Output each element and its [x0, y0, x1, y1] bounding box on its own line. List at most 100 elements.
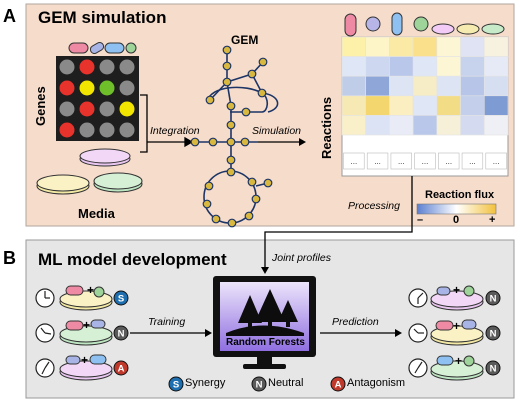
heatmap-cell — [483, 115, 509, 136]
gem-node — [190, 137, 200, 147]
integration-arrow — [140, 94, 194, 153]
legend-antagonism-label: Antagonism — [347, 377, 406, 389]
input-combos: + + + — [35, 283, 113, 381]
gem-node — [226, 167, 236, 177]
heatmap-cell — [389, 36, 414, 57]
svg-text:+: + — [83, 318, 90, 332]
input-outcome-badge: N — [113, 325, 129, 341]
heatmap-cell — [412, 56, 438, 77]
heatmap-ellipsis: ... — [469, 157, 476, 166]
heatmap-ellipsis: ... — [374, 157, 381, 166]
gem-node — [247, 69, 257, 79]
simulation-arrow — [258, 138, 306, 146]
gene-dot — [99, 101, 115, 117]
heatmap-cell — [436, 36, 461, 57]
gene-dot — [119, 80, 135, 96]
reaction-heatmap — [341, 36, 509, 136]
svg-text:N: N — [490, 294, 497, 305]
heatmap-cell — [436, 115, 461, 136]
svg-text:+: + — [453, 319, 460, 333]
heatmap-cell — [460, 75, 485, 97]
gene-grid — [59, 59, 135, 138]
media-label: Media — [78, 206, 115, 221]
heatmap-cell — [341, 56, 367, 77]
svg-text:+: + — [87, 283, 94, 297]
media-dishes — [36, 148, 143, 195]
gem-node — [208, 137, 218, 147]
panel-a-title: GEM simulation — [38, 8, 167, 27]
output-combos: + + + — [408, 283, 484, 381]
gem-node — [240, 137, 250, 147]
heatmap-ellipsis-row: ..................... — [343, 152, 507, 170]
legend-neutral-label: Neutral — [268, 377, 304, 389]
heatmap-cell — [389, 95, 414, 116]
heatmap-cell — [365, 115, 390, 136]
heatmap-cell — [341, 75, 367, 97]
heatmap-ellipsis: ... — [493, 157, 500, 166]
svg-text:N: N — [256, 380, 263, 391]
heatmap-ellipsis-cell — [485, 152, 507, 170]
gem-label: GEM — [231, 33, 259, 47]
svg-text:N: N — [490, 364, 497, 375]
model-computer — [213, 276, 316, 369]
flux-legend-min: – — [417, 214, 424, 226]
svg-text:N: N — [490, 329, 497, 340]
gem-node — [257, 88, 267, 98]
gene-dot — [59, 101, 75, 117]
flux-legend-max: + — [489, 214, 496, 226]
gem-node — [222, 77, 232, 87]
heatmap-ellipsis: ... — [351, 157, 358, 166]
genes-label: Genes — [33, 86, 48, 126]
joint-profiles-label: Joint profiles — [272, 252, 331, 264]
svg-text:S: S — [118, 294, 124, 305]
heatmap-cell — [365, 75, 390, 97]
heatmap-ellipsis-cell — [366, 152, 389, 170]
gene-dot — [79, 59, 95, 75]
processing-label: Processing — [348, 200, 400, 212]
legend-badge: S — [168, 376, 184, 392]
gem-node — [222, 45, 232, 55]
heatmap-cell — [412, 75, 438, 97]
heatmap-cell — [483, 75, 509, 97]
svg-text:N: N — [118, 329, 125, 340]
gem-node — [222, 61, 232, 71]
panel-b-letter: B — [3, 248, 16, 268]
gem-node — [226, 101, 236, 111]
gem-node — [251, 194, 261, 204]
training-label: Training — [148, 316, 186, 328]
heatmap-cell — [341, 36, 367, 57]
gene-dot — [99, 80, 115, 96]
svg-text:+: + — [455, 354, 462, 368]
heatmap-cell — [460, 95, 485, 116]
gem-node — [226, 120, 236, 130]
heatmap-ellipsis-cell — [343, 152, 365, 170]
heatmap-cell — [460, 115, 485, 136]
gem-node — [205, 95, 215, 105]
output-badges: N N N — [485, 290, 501, 376]
heatmap-cell — [341, 115, 367, 136]
gene-dot — [119, 59, 135, 75]
svg-text:+: + — [453, 283, 460, 297]
heatmap-cell — [436, 75, 461, 97]
flux-legend-bar — [416, 203, 497, 215]
gene-dot — [99, 122, 115, 138]
predicted-outcome-badge: N — [485, 325, 501, 341]
legend-synergy-label: Synergy — [185, 377, 226, 389]
heatmap-cell — [483, 36, 509, 57]
processing-arrow — [264, 176, 413, 268]
gene-dot — [119, 122, 135, 138]
heatmap-cell — [483, 95, 509, 116]
gene-dot — [59, 122, 75, 138]
drug-pills-a — [68, 42, 137, 54]
predicted-outcome-badge: N — [485, 360, 501, 376]
heatmap-cell — [389, 75, 414, 97]
heatmap-cell — [460, 36, 485, 57]
gem-node — [247, 177, 257, 187]
gene-dot — [119, 101, 135, 117]
heatmap-cell — [412, 95, 438, 116]
gem-node — [263, 178, 273, 188]
gem-node — [211, 214, 221, 224]
gem-node — [241, 107, 251, 117]
